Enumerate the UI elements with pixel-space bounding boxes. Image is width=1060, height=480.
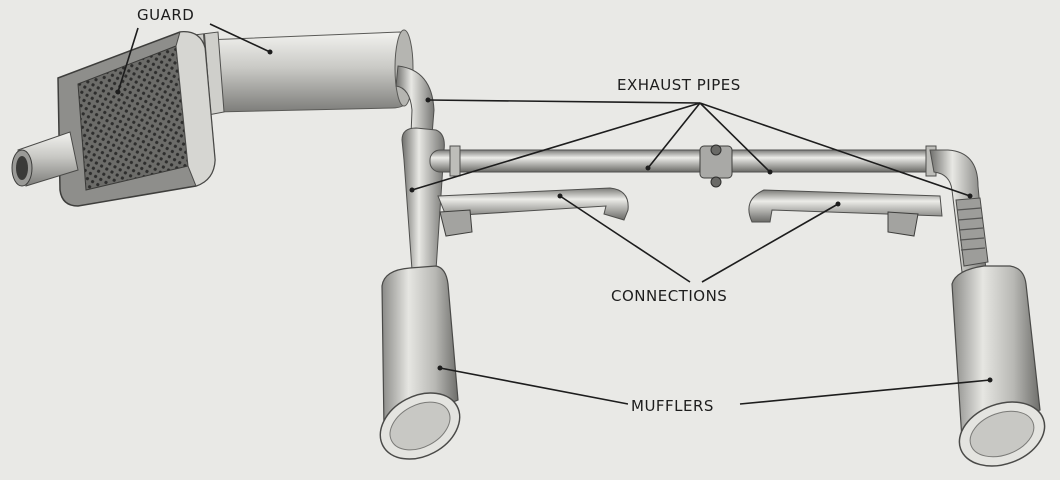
callout-connections: CONNECTIONS	[608, 287, 731, 305]
muffler-left-body	[381, 265, 459, 431]
leader-muffler-left	[439, 367, 629, 405]
muffler-right-outlet-inner	[969, 410, 1035, 458]
leader-muffler-right	[739, 379, 991, 405]
muffler-left-outlet-inner	[389, 401, 451, 451]
leader-exhaust-right	[699, 102, 971, 197]
callout-exhaust-pipes: EXHAUST PIPES	[614, 76, 744, 94]
muffler-right-body	[951, 265, 1041, 441]
leader-connection-right	[701, 203, 839, 283]
clamp-bolt-top	[710, 144, 722, 156]
leader-guard-tube	[209, 23, 271, 53]
guard-outlet-bore	[16, 156, 28, 180]
leader-guard-mesh	[117, 27, 139, 93]
leader-exhaust-crossover-b	[699, 102, 771, 173]
leader-exhaust-crossover-a	[647, 102, 701, 169]
leader-lines	[117, 23, 991, 405]
leader-exhaust-left-pipe	[411, 102, 701, 191]
connection-left	[437, 187, 629, 237]
crossover-pipe	[429, 144, 951, 188]
connection-right	[748, 189, 943, 237]
leader-exhaust-elbow	[427, 99, 701, 104]
guard-side-panel	[175, 31, 216, 187]
left-vertical-pipe	[401, 127, 445, 271]
callout-guard: GUARD	[134, 6, 198, 24]
pipe-flange-left	[449, 145, 461, 177]
muffler-left	[379, 265, 461, 460]
callout-mufflers: MUFFLERS	[628, 397, 717, 415]
guard-assembly	[11, 29, 414, 207]
leader-dots	[115, 49, 993, 383]
connection-left-body	[437, 187, 629, 221]
flex-ribs	[956, 207, 986, 251]
clamp-bolt-bottom	[710, 176, 722, 188]
leader-connection-left	[559, 195, 691, 283]
connection-left-flange	[439, 209, 473, 237]
muffler-right	[951, 265, 1046, 467]
connection-right-flange	[887, 211, 919, 237]
guard-tube	[204, 31, 411, 113]
